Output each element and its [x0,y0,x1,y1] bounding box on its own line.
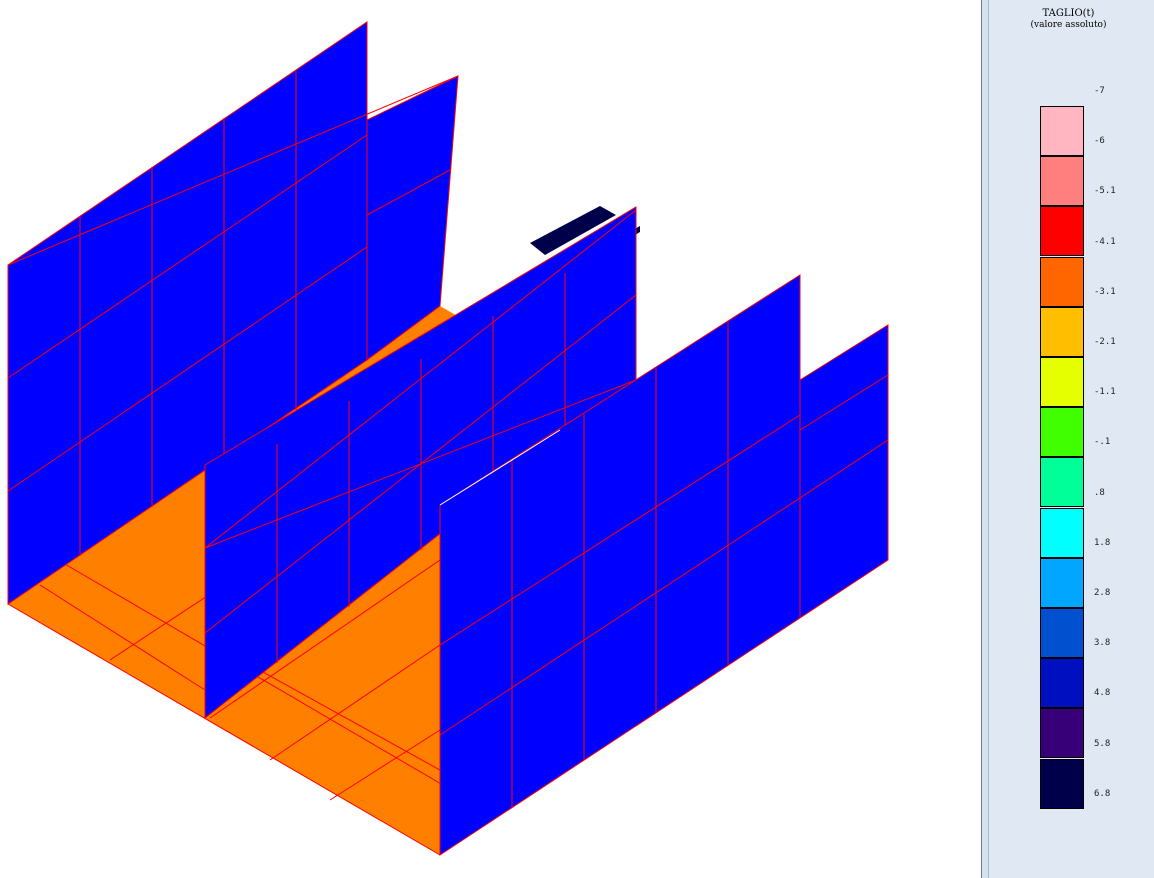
legend-swatch [1040,457,1084,508]
legend-swatch [1040,507,1084,558]
front-wall [439,274,889,856]
legend-title: TAGLIO(t) [1042,8,1095,19]
legend-swatch [1040,206,1084,257]
legend-swatch [1040,758,1084,809]
legend-tick-label: -4.1 [1094,236,1116,247]
legend-tick-label: -.1 [1094,437,1111,448]
legend-tick-label: .8 [1094,487,1105,498]
legend-swatch [1040,156,1084,207]
legend-tick-label: 4.8 [1094,688,1111,699]
legend-tick-label: -6 [1094,136,1105,147]
legend-swatch [1040,306,1084,357]
legend-swatch [1040,106,1084,156]
legend-tick-label: 1.8 [1094,537,1111,548]
legend-swatch [1040,608,1084,658]
legend-tick-label: 3.8 [1094,638,1111,649]
legend-tick-label: -1.1 [1094,387,1116,398]
legend-swatch [1040,407,1084,458]
legend-swatch [1040,708,1084,759]
middle-wall [204,206,637,720]
3d-model-viewport[interactable] [0,0,975,878]
legend-tick-label: -2.1 [1094,337,1116,347]
fem-model-view [7,21,889,856]
legend-tick-label: 2.8 [1094,588,1111,598]
legend-tick-label: -5.1 [1094,186,1116,197]
legend-tick-label: 6.8 [1094,788,1111,799]
legend-subtitle: (valore assoluto) [1030,20,1107,30]
floor-mesh [7,534,461,856]
legend-swatch [1040,357,1084,407]
legend-tick-label: -3.1 [1094,286,1116,297]
back-wall [7,21,459,605]
legend-swatch [1040,658,1084,709]
legend-tick-label: 5.8 [1094,738,1111,749]
legend-tick-label: -7 [1094,86,1105,96]
legend-swatch [1040,557,1084,608]
legend-swatch [1040,256,1084,307]
legend-panel: TAGLIO(t) (valore assoluto) -7 -6 -5.1 -4.1… [981,0,1154,878]
